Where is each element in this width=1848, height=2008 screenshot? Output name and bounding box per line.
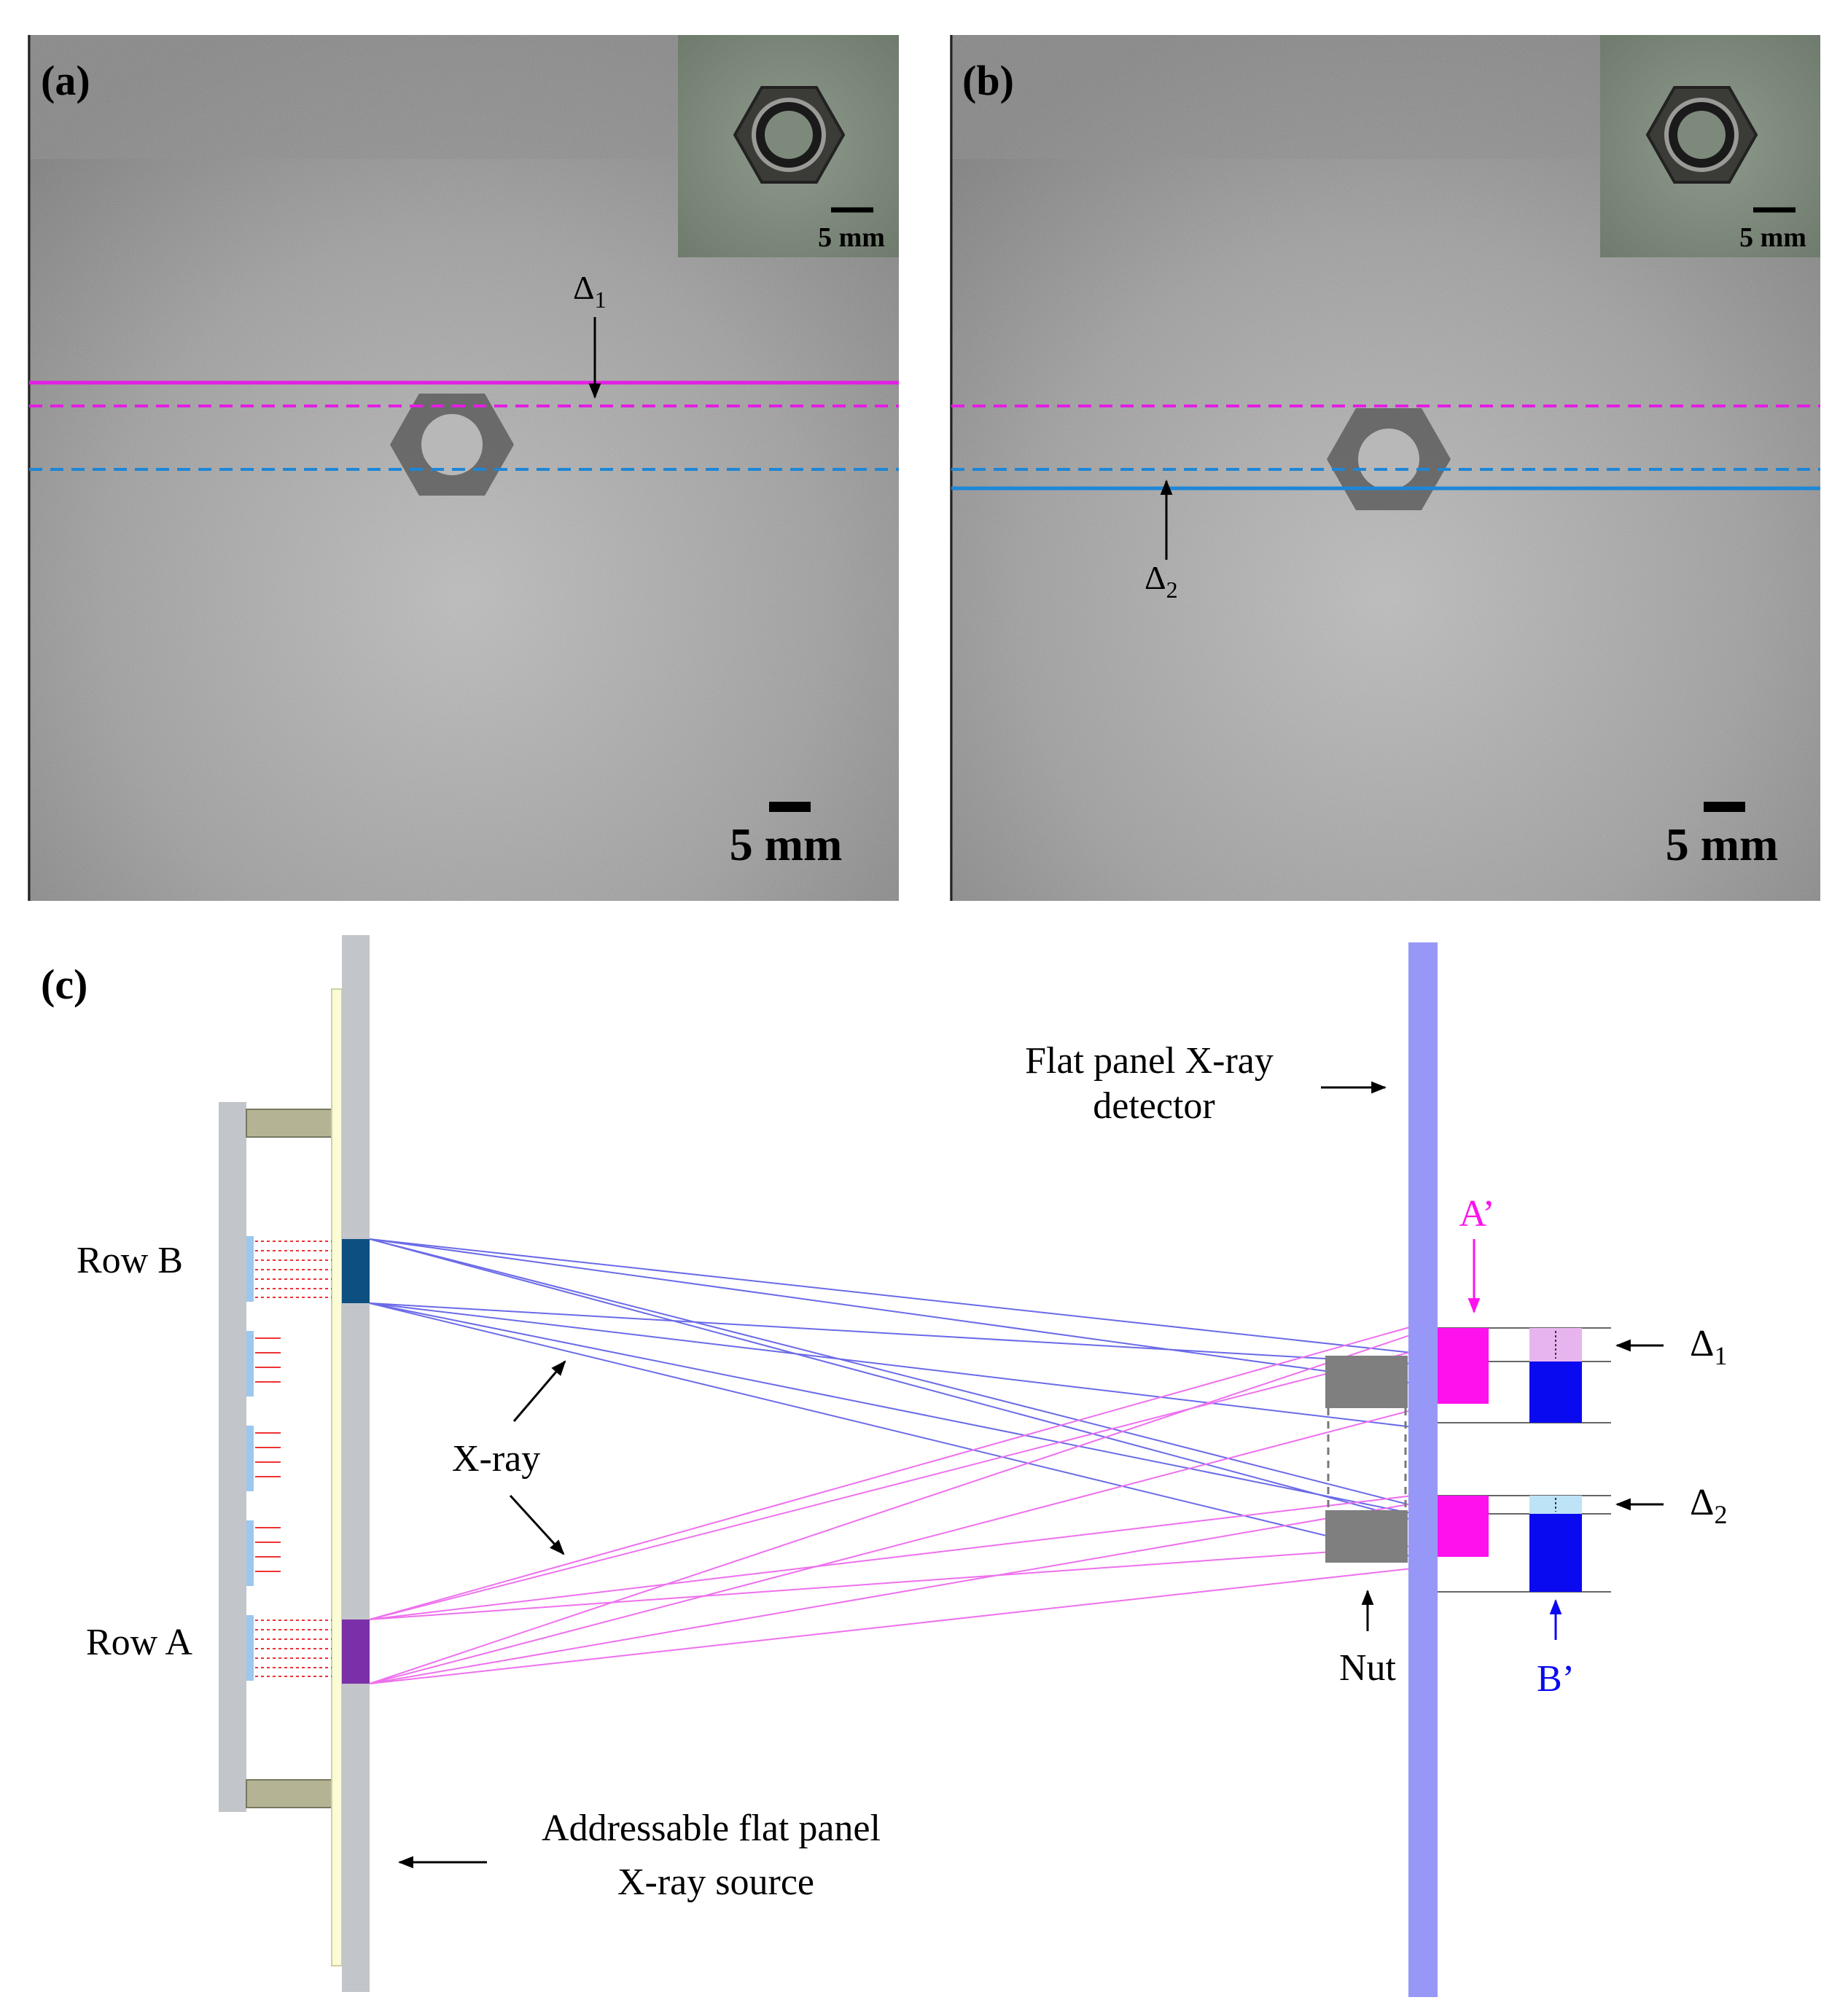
emitter-cell <box>246 1426 254 1491</box>
inset-photo-a: 5 mm <box>678 35 899 257</box>
panel-a-label: (a) <box>41 57 90 104</box>
anode-target-row-b <box>342 1239 370 1303</box>
inset-photo-b: 5 mm <box>1600 35 1820 257</box>
xray-beams-row-a <box>369 1322 1426 1684</box>
cathode-back-plate <box>219 1102 246 1812</box>
a-prime-lower-block <box>1438 1496 1489 1557</box>
delta1-label-c: Δ1 <box>1690 1323 1727 1370</box>
delta2-label-b: Δ2 <box>1145 559 1178 603</box>
electron-beams-row-a <box>255 1620 332 1677</box>
delta1-label-a: Δ1 <box>573 269 607 313</box>
electron-beams-row-b <box>255 1241 332 1298</box>
delta2-label-c: Δ2 <box>1690 1482 1727 1529</box>
row-b-label: Row B <box>77 1240 183 1281</box>
nut-cross-section <box>1325 1356 1408 1563</box>
spacer-bottom <box>246 1779 342 1808</box>
a-prime-label: A’ <box>1459 1193 1494 1235</box>
source-label: Addressable flat panel X-ray source <box>542 1808 890 1903</box>
panel-b: 5 mm Δ2 (b) 5 mm <box>950 35 1820 901</box>
xray-label: X-ray <box>452 1438 540 1480</box>
b-prime-label: B’ <box>1537 1658 1575 1700</box>
flat-panel-detector <box>1408 942 1438 1997</box>
detector-label: Flat panel X-ray detector <box>1025 1040 1283 1127</box>
yellow-layer <box>331 988 343 1966</box>
panel-a: 5 mm Δ1 (a) 5 mm <box>28 35 899 901</box>
nut-upper-block <box>1325 1356 1408 1408</box>
xray-beams-row-b <box>369 1238 1426 1560</box>
emitter-cell <box>246 1615 254 1681</box>
inactive-emitter-ticks <box>255 1337 281 1572</box>
a-prime-upper-block <box>1438 1328 1489 1404</box>
panel-c-label: (c) <box>41 961 87 1008</box>
b-prime-upper-block <box>1529 1362 1582 1423</box>
scale-bar-label-b: 5 mm <box>1666 819 1779 870</box>
scale-bar-label-a: 5 mm <box>730 819 843 870</box>
inset-scale-label-b: 5 mm <box>1739 222 1806 253</box>
panel-c: (c) <box>41 935 1727 1997</box>
xray-arrow-down <box>509 1494 565 1555</box>
nut-lower-block <box>1325 1510 1408 1563</box>
emitter-cell <box>246 1236 254 1302</box>
xray-arrow-up <box>512 1360 566 1422</box>
nut-shadow-b <box>1327 408 1451 510</box>
inset-scale-label-a: 5 mm <box>818 222 885 253</box>
anode-target-row-a <box>342 1620 370 1684</box>
row-a-label: Row A <box>86 1622 192 1663</box>
emitter-cell <box>246 1331 254 1396</box>
panel-b-label: (b) <box>962 57 1014 104</box>
spacer-top <box>246 1109 342 1138</box>
xray-source-assembly <box>219 935 370 1992</box>
nut-label: Nut <box>1339 1647 1397 1689</box>
b-prime-lower-block <box>1529 1514 1582 1592</box>
anode-plate <box>342 935 370 1992</box>
projection-images <box>1438 1327 1611 1593</box>
emitter-cell <box>246 1520 254 1586</box>
